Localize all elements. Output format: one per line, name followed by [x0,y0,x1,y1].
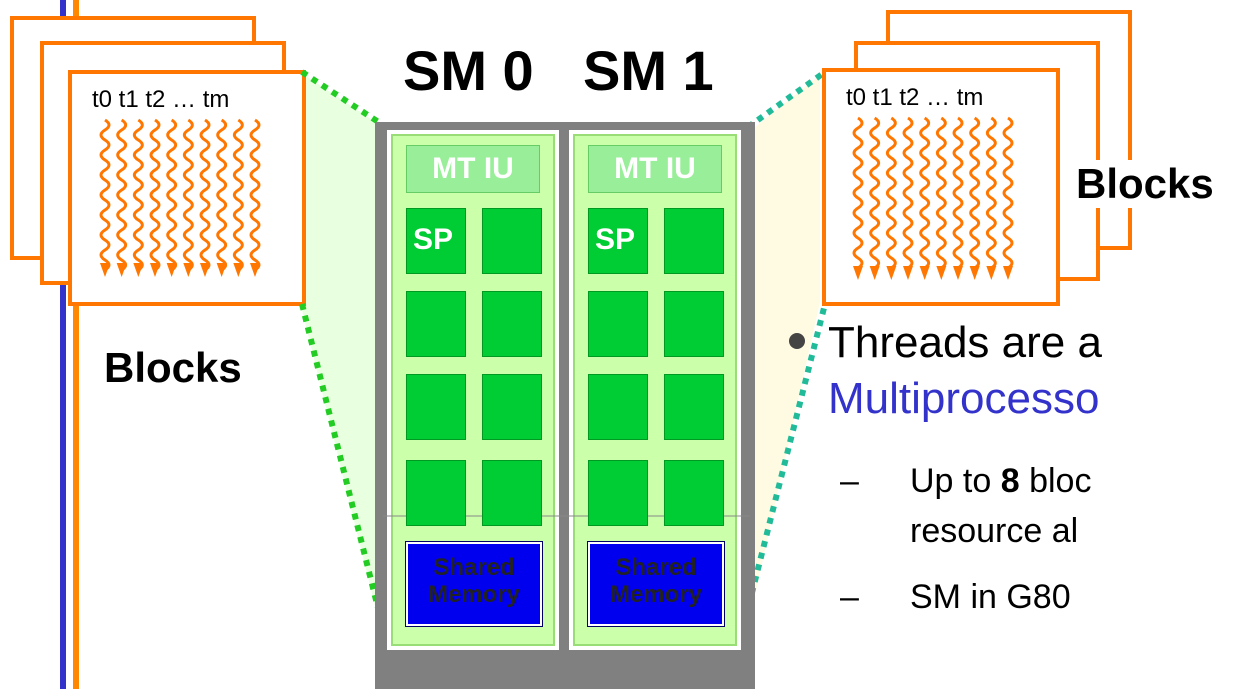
sm1-shared-line2: Memory [609,581,703,608]
sm0-mtiu: MT IU [406,145,540,193]
right-thread-0 [852,116,864,270]
left-connector-top [300,69,388,130]
right-thread-7 [969,116,981,270]
left-thread-5 [182,118,194,272]
left-thread-0 [99,118,111,272]
left-connector-bottom [299,303,389,641]
left-thread-arrow-8 [233,263,244,277]
sm1-shared-line1: Shared [615,554,697,581]
right-thread-arrow-2 [886,266,897,280]
right-thread-arrow-7 [969,266,980,280]
left-thread-arrow-9 [250,263,260,277]
left-thread-arrow-1 [116,263,127,277]
right-thread-arrow-3 [903,266,913,280]
sm1-sp-7 [664,460,724,526]
right-thread-arrow-0 [853,266,863,280]
right-projection-fill [745,75,820,640]
right-connector-bottom [737,303,828,641]
right-blocks-label: Blocks [1076,160,1218,208]
subbullet-2: SM in G80 [910,578,1071,616]
left-thread-arrow-2 [133,263,144,277]
right-thread-4 [919,116,931,270]
right-thread-group [852,116,1014,280]
sm0-sp-1 [482,208,542,274]
right-thread-2 [885,116,897,270]
sm1-shared-memory: Shared Memory [587,541,725,627]
sm1-sp-3 [664,291,724,357]
right-thread-arrow-6 [953,266,963,280]
sm1-sp-5 [664,374,724,440]
sm0-shared-memory: Shared Memory [405,541,543,627]
right-thread-8 [985,116,997,270]
right-thread-arrow-5 [936,266,947,280]
sm1-sp-2 [588,291,648,357]
left-thread-arrow-7 [216,263,227,277]
right-thread-arrow-9 [1003,266,1013,280]
bullet-line1: Threads are a [828,318,1102,367]
sm0-sp-label: SP [413,223,454,256]
sm0-shared-line1: Shared [433,554,515,581]
bullet-dot [789,333,805,349]
right-thread-1 [869,116,881,270]
subbullet-1-pre: Up to [910,462,1001,500]
left-projection-fill [300,72,383,638]
sm1-sp-label: SP [595,223,636,256]
right-thread-arrow-4 [919,266,930,280]
left-thread-1 [116,118,128,272]
sm0-shared-line2: Memory [427,581,521,608]
left-orange-rail [73,0,79,689]
left-thread-4 [166,118,178,272]
right-thread-arrow-1 [869,266,880,280]
left-thread-9 [249,118,261,272]
left-thread-group [99,118,261,277]
sm0-sp-6 [406,460,466,526]
sm0-sp-5 [482,374,542,440]
subbullet-dash-1: – [840,462,859,500]
subbullet-1-bold: 8 [1000,462,1020,500]
right-thread-5 [935,116,947,270]
left-thread-arrow-3 [150,263,160,277]
right-thread-label: t0 t1 t2 … tm [846,84,984,111]
sm1-sp-1 [664,208,724,274]
left-thread-arrow-0 [100,263,110,277]
left-thread-arrow-5 [183,263,194,277]
left-blue-rail [60,0,66,689]
left-thread-6 [199,118,211,272]
subbullet-1-line2: resource al [910,512,1079,550]
left-thread-3 [149,118,161,272]
sm1-sp-6 [588,460,648,526]
left-blocks-label: Blocks [104,344,242,391]
sm1-sp-4 [588,374,648,440]
right-thread-9 [1002,116,1014,270]
sm1-mtiu: MT IU [588,145,722,193]
left-thread-8 [232,118,244,272]
sm0-title: SM 0 [403,39,534,102]
left-thread-7 [216,118,228,272]
right-thread-arrow-8 [986,266,997,280]
sm1-title: SM 1 [583,39,714,102]
sm1-sp-0: SP [588,208,648,274]
right-thread-6 [952,116,964,270]
sm0-sp-2 [406,291,466,357]
subbullet-1-line1: Up to 8 bloc [910,462,1091,501]
subbullet-dash-2: – [840,578,859,616]
sm0-sp-0: SP [406,208,466,274]
bullet-line2: Multiprocesso [828,374,1100,423]
left-thread-2 [132,118,144,272]
right-connector-top [746,69,827,130]
left-thread-label: t0 t1 t2 … tm [92,86,230,113]
right-thread-3 [902,116,914,270]
left-thread-arrow-6 [200,263,210,277]
sm0-sp-3 [482,291,542,357]
sm0-sp-7 [482,460,542,526]
subbullet-1-post: bloc [1019,462,1092,500]
left-thread-arrow-4 [166,263,177,277]
sm0-sp-4 [406,374,466,440]
